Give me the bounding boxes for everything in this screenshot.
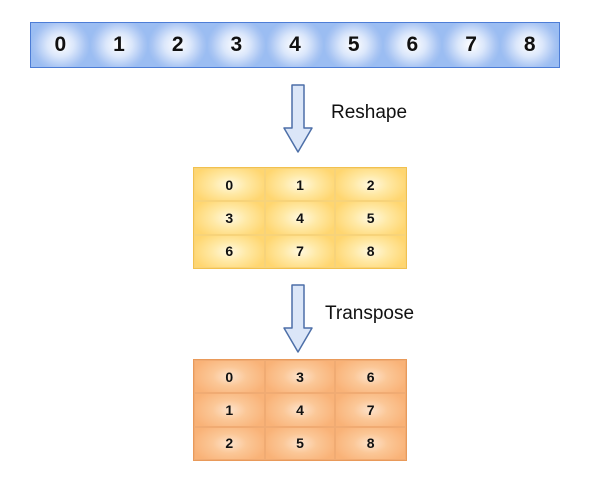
array-1d-value: 8 [523,33,536,56]
array-1d-cell: 5 [324,23,384,67]
array-1d-cell: 2 [148,23,208,67]
reshaped-grid: 0 1 2 3 4 5 6 7 8 [193,167,407,269]
array-1d-value: 4 [289,33,301,56]
reshaped-cell: 8 [335,234,406,268]
array-1d-value: 0 [54,33,67,56]
transposed-cell: 3 [264,360,336,394]
transposed-cell: 2 [194,426,265,460]
reshaped-cell: 1 [264,168,336,202]
reshaped-cell: 0 [194,168,265,202]
down-arrow-icon [283,284,313,353]
reshaped-cell: 5 [335,201,406,235]
array-1d-cell: 7 [441,23,501,67]
reshaped-cell: 4 [264,201,336,235]
transposed-cell: 4 [264,393,336,427]
array-1d-cell: 4 [265,23,325,67]
transposed-cell: 7 [335,393,406,427]
array-1d-value: 1 [113,33,125,56]
transposed-cell: 8 [335,426,406,460]
transpose-label: Transpose [325,303,415,324]
reshaped-cell: 6 [194,234,265,268]
reshaped-cell: 7 [264,234,336,268]
array-1d-cell: 6 [383,23,442,67]
array-1d-value: 5 [347,33,360,56]
array-1d-cell: 0 [31,23,90,67]
array-1d-cell: 8 [500,23,560,67]
transposed-grid: 0 3 6 1 4 7 2 5 8 [193,359,407,461]
transposed-cell: 0 [194,360,265,394]
reshaped-cell: 3 [194,201,265,235]
transposed-cell: 5 [264,426,336,460]
array-1d-cell: 3 [207,23,266,67]
array-1d-value: 3 [230,33,243,56]
reshape-label: Reshape [331,102,408,123]
array-1d-cell: 1 [89,23,149,67]
transposed-cell: 1 [194,393,265,427]
array-1d-value: 6 [406,33,419,56]
array-1d-strip: 0 1 2 3 4 5 6 7 8 [30,22,560,68]
reshaped-cell: 2 [335,168,406,202]
transposed-cell: 6 [335,360,406,394]
array-1d-value: 2 [171,33,184,56]
down-arrow-icon [283,84,313,153]
array-1d-value: 7 [465,33,477,56]
